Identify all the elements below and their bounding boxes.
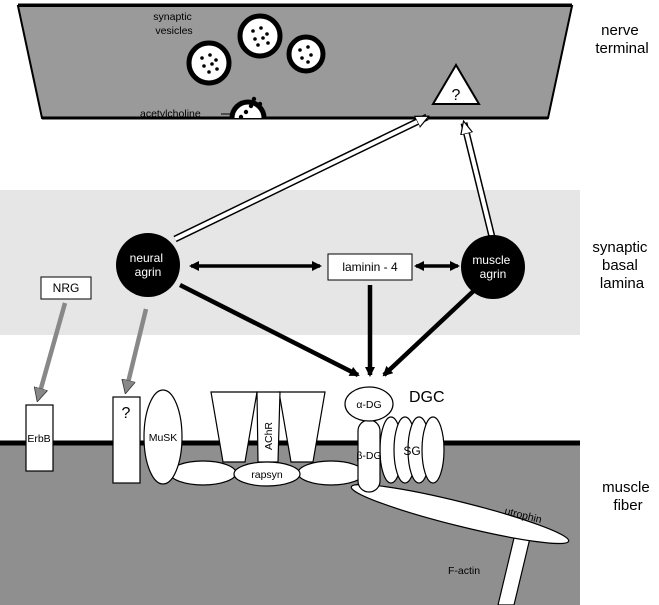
sarcoglycan-complex: SG — [379, 416, 445, 484]
alpha-dystroglycan: α-DG — [344, 386, 394, 422]
svg-text:ErbB: ErbB — [27, 433, 50, 445]
unknown-nerve-receptor — [431, 63, 481, 105]
muscle-agrin: muscle agrin — [461, 235, 525, 299]
nerve-terminal-label: nerve terminal — [595, 22, 648, 57]
utrophin — [350, 483, 570, 545]
f-actin-label: F-actin — [448, 565, 480, 577]
beta-dystroglycan: β-DG — [356, 419, 382, 493]
svg-text:α-DG: α-DG — [356, 399, 381, 411]
svg-text:muscle agrin: muscle agrin — [472, 253, 513, 281]
rapsyn-right — [297, 460, 365, 486]
svg-text:SG: SG — [403, 444, 420, 458]
svg-text:?: ? — [122, 405, 131, 422]
synaptic-vesicles — [186, 13, 326, 86]
musk: MuSK — [143, 389, 183, 485]
svg-text:NRG: NRG — [53, 281, 80, 295]
svg-text:MuSK: MuSK — [149, 432, 178, 444]
svg-text:β-DG: β-DG — [356, 450, 381, 462]
unknown-receptor-label: ? — [452, 87, 461, 104]
arrow-neural-agrin-to-unknown — [126, 308, 149, 391]
achr-left — [210, 391, 258, 463]
svg-text:laminin - 4: laminin - 4 — [342, 260, 398, 274]
arrow-neural-agrin-to-dgc — [178, 282, 360, 378]
basal-lamina-label: synaptic basal lamina — [592, 239, 651, 292]
acetylcholine-molecules — [238, 96, 263, 120]
muscle-fiber-label: muscle fiber — [602, 479, 654, 514]
nrg: NRG — [40, 276, 92, 300]
neural-agrin: neural agrin — [116, 233, 180, 297]
achr-center — [256, 391, 281, 463]
achr-label: AChR — [263, 422, 275, 450]
rapsyn — [233, 461, 301, 487]
dgc-label: DGC — [409, 389, 445, 406]
laminin-4: laminin - 4 — [327, 253, 413, 281]
arrow-nrg-to-erbb — [38, 302, 68, 399]
svg-text:neural agrin: neural agrin — [130, 251, 167, 279]
unknown-muscle-receptor: ? — [112, 396, 141, 484]
rapsyn-label: rapsyn — [251, 469, 283, 481]
fusing-vesicle — [229, 99, 267, 119]
acetylcholine-label: acetylcholine — [140, 108, 201, 120]
erbb-receptor: ErbB — [25, 404, 54, 472]
synaptic-vesicles-label: synaptic vesicles — [153, 11, 194, 37]
rapsyn-left — [169, 460, 237, 486]
arrow-muscle-agrin-to-dgc — [382, 282, 483, 377]
achr-right — [278, 391, 326, 463]
